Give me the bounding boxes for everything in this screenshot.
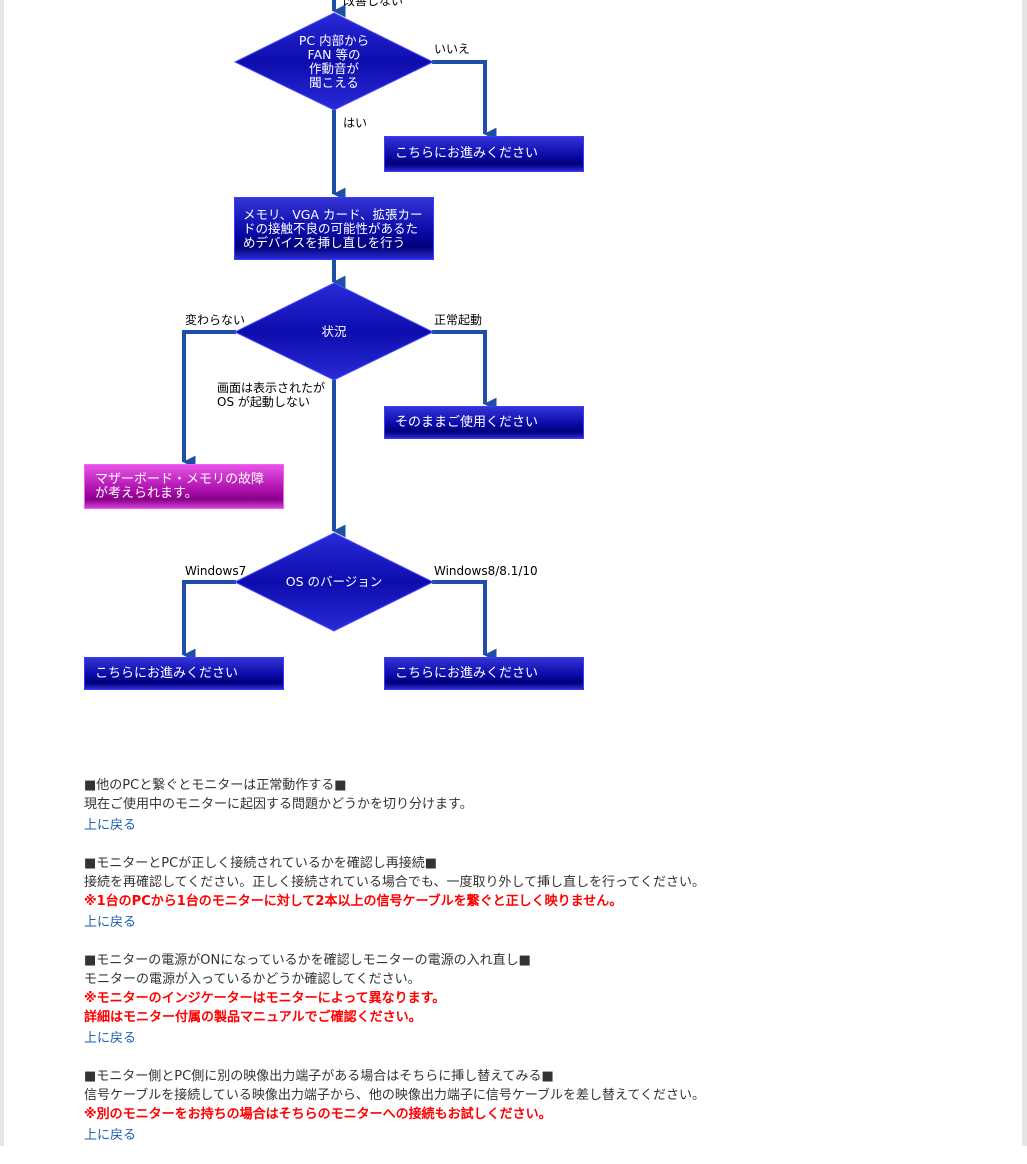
section-reconnect: ■モニターとPCが正しく接続されているかを確認し再接続■ 接続を再確認してくださ… <box>84 854 1004 932</box>
troubleshooting-sections: ■他のPCと繋ぐとモニターは正常動作する■ 現在ご使用中のモニターに起因する問題… <box>84 776 1004 1164</box>
result-motherboard-memory-failure: マザーボード・メモリの故障が考えられます。 <box>84 464 284 509</box>
back-to-top-link[interactable]: 上に戻る <box>84 1128 137 1143</box>
decision-os-text: OS のバージョン <box>285 574 383 589</box>
decision-fan-text: PC 内部から FAN 等の 作動音が 聞こえる <box>298 33 370 90</box>
section-heading: ■モニター側とPC側に別の映像出力端子がある場合はそちらに挿し替えてみる■ <box>84 1069 554 1084</box>
section-other-pc: ■他のPCと繋ぐとモニターは正常動作する■ 現在ご使用中のモニターに起因する問題… <box>84 776 1004 835</box>
label-yes: はい <box>343 116 368 130</box>
section-heading: ■他のPCと繋ぐとモニターは正常動作する■ <box>84 778 347 793</box>
troubleshooting-flowchart: 改善しない PC 内部から FAN 等の 作動音が 聞こえる いいえ はい こち… <box>84 0 584 690</box>
decision-fan-shape <box>233 12 435 111</box>
section-warning: ※モニターのインジケーターはモニターによって異なります。 <box>84 991 446 1006</box>
label-windows7: Windows7 <box>185 564 247 578</box>
section-other-port: ■モニター側とPC側に別の映像出力端子がある場合はそちらに挿し替えてみる■ 信号… <box>84 1067 1004 1145</box>
flowchart-graphics <box>182 0 497 662</box>
result-proceed-win8-button[interactable]: こちらにお進みください <box>384 657 584 690</box>
connector-os-win8 <box>432 580 497 662</box>
decision-os-shape <box>233 532 435 632</box>
connector-fan-no <box>432 60 497 141</box>
section-body: モニターの電源が入っているかどうか確認してください。 <box>84 972 421 987</box>
result-proceed-win7-button[interactable]: こちらにお進みください <box>84 657 284 690</box>
process-reseat-devices: メモリ、VGA カード、拡張カードの接触不良の可能性があるためデバイスを挿し直し… <box>234 197 434 260</box>
section-warning: ※1台のPCから1台のモニターに対して2本以上の信号ケーブルを繋ぐと正しく映りま… <box>84 894 623 909</box>
back-to-top-link[interactable]: 上に戻る <box>84 1031 137 1046</box>
page-scrollbar-track[interactable] <box>1022 0 1027 1146</box>
label-unchanged: 変わらない <box>185 313 246 327</box>
section-heading: ■モニターの電源がONになっているかを確認しモニターの電源の入れ直し■ <box>84 953 531 968</box>
label-windows8: Windows8/8.1/10 <box>434 564 538 578</box>
back-to-top-link[interactable]: 上に戻る <box>84 818 137 833</box>
section-body: 現在ご使用中のモニターに起因する問題かどうかを切り分けます。 <box>84 797 473 812</box>
label-normal-boot: 正常起動 <box>434 313 483 327</box>
connector-status-unchanged <box>182 330 236 469</box>
back-to-top-link[interactable]: 上に戻る <box>84 915 137 930</box>
connector-status-normal <box>432 330 497 411</box>
decision-status-shape <box>233 282 435 381</box>
label-top: 改善しない <box>343 0 404 8</box>
section-monitor-power: ■モニターの電源がONになっているかを確認しモニターの電源の入れ直し■ モニター… <box>84 951 1004 1048</box>
result-continue-use: そのままご使用ください <box>384 406 584 439</box>
decision-status-text: 状況 <box>321 324 347 339</box>
result-proceed-button[interactable]: こちらにお進みください <box>384 136 584 172</box>
section-heading: ■モニターとPCが正しく接続されているかを確認し再接続■ <box>84 856 438 871</box>
section-warning: ※別のモニターをお持ちの場合はそちらのモニターへの接続もお試しください。 <box>84 1107 552 1122</box>
label-os-not-boot: 画面は表示されたが OS が起動しない <box>217 381 326 409</box>
label-no: いいえ <box>434 42 471 56</box>
section-body: 接続を再確認してください。正しく接続されている場合でも、一度取り外して挿し直しを… <box>84 875 706 890</box>
section-warning: 詳細はモニター付属の製品マニュアルでご確認ください。 <box>84 1010 422 1025</box>
section-body: 信号ケーブルを接続している映像出力端子から、他の映像出力端子に信号ケーブルを差し… <box>84 1088 706 1103</box>
connector-os-win7 <box>182 580 236 662</box>
page-edge-left <box>0 0 4 1146</box>
